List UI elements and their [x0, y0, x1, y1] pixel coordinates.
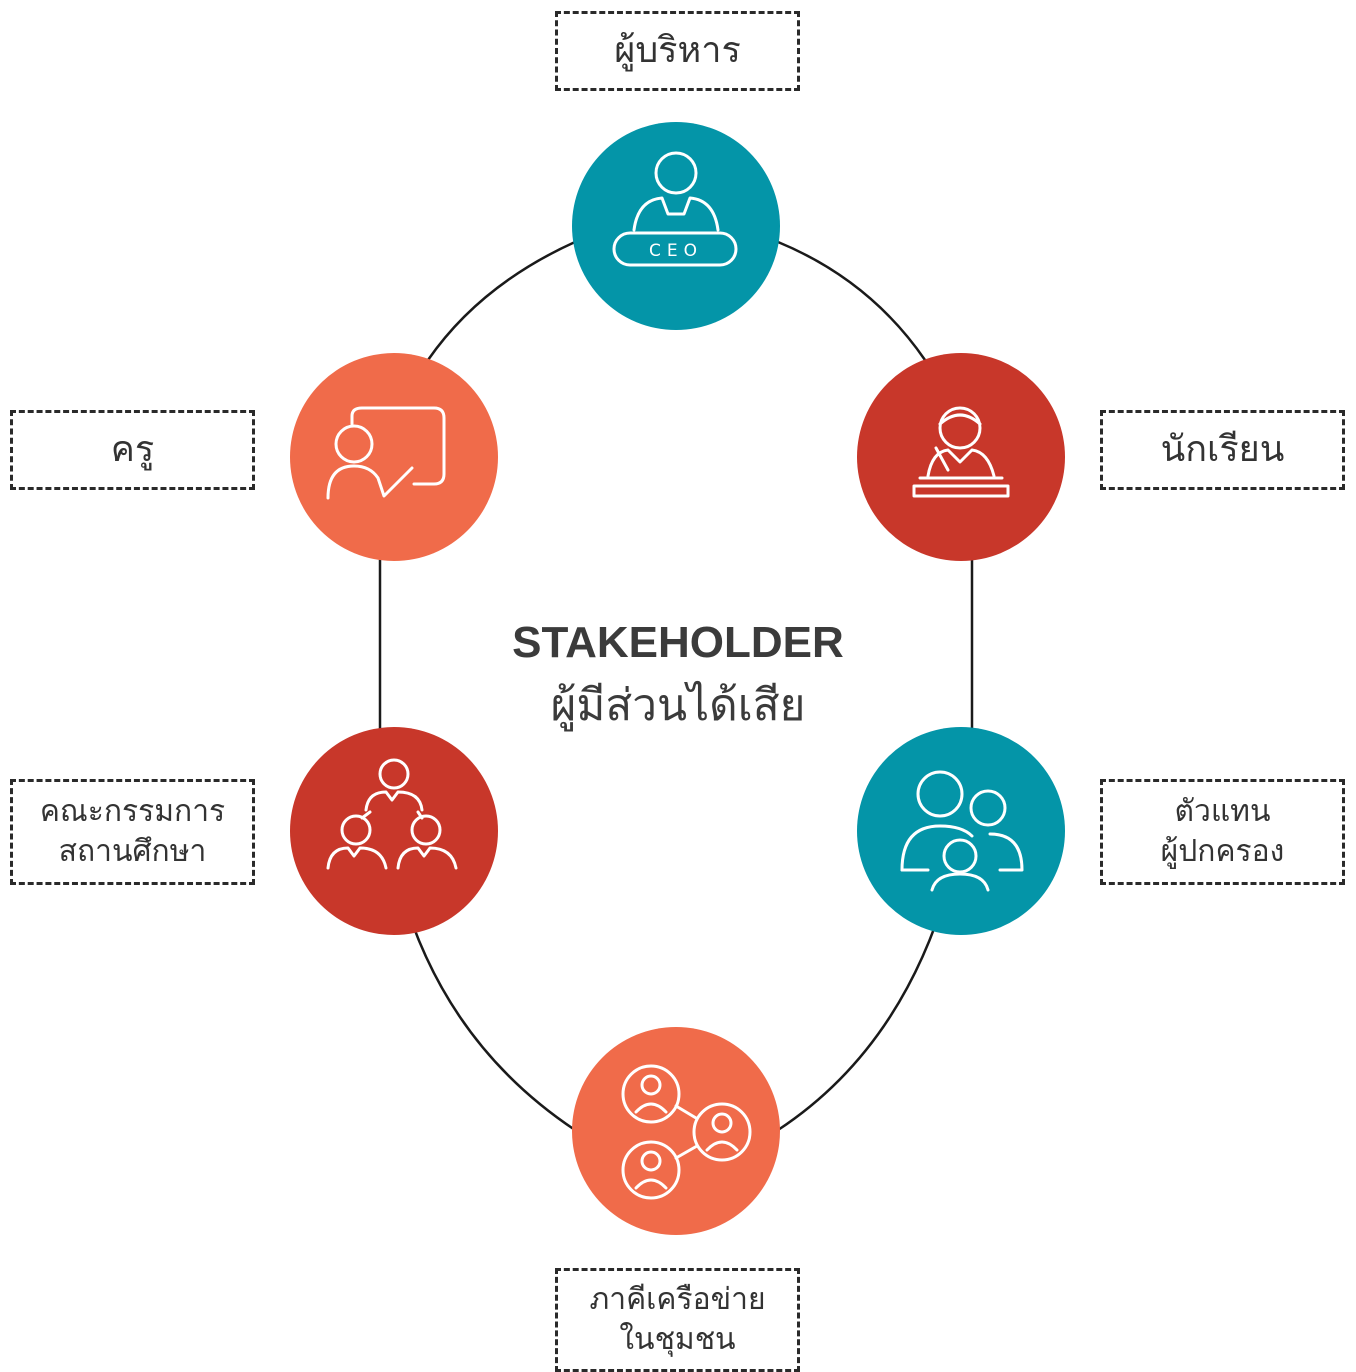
- label-student: นักเรียน: [1100, 410, 1345, 490]
- ceo-icon-text: CEO: [649, 241, 703, 261]
- family-icon: [900, 770, 1024, 892]
- network-icon: [621, 1064, 752, 1200]
- node-teacher-circle[interactable]: [290, 353, 498, 561]
- node-committee-circle[interactable]: [290, 727, 498, 935]
- label-teacher-text: ครู: [110, 429, 155, 471]
- label-executive-text: ผู้บริหาร: [614, 30, 741, 72]
- node-parent-circle[interactable]: [857, 727, 1065, 935]
- label-parent: ตัวแทน ผู้ปกครอง: [1100, 779, 1345, 885]
- label-community: ภาคีเครือข่าย ในชุมชน: [555, 1268, 800, 1372]
- center-title-main: STAKEHOLDER: [512, 618, 844, 667]
- student-writing-icon: [912, 406, 1010, 498]
- team-hierarchy-icon: [326, 758, 458, 870]
- label-student-text: นักเรียน: [1160, 429, 1285, 471]
- label-committee-line-1: คณะกรรมการ: [39, 793, 226, 829]
- label-community-line-2: ในชุมชน: [619, 1322, 736, 1357]
- label-parent-line-1: ตัวแทน: [1174, 793, 1271, 829]
- label-executive: ผู้บริหาร: [555, 11, 800, 91]
- node-student-circle[interactable]: [857, 353, 1065, 561]
- node-community-circle[interactable]: [572, 1027, 780, 1235]
- label-committee-line-2: สถานศึกษา: [58, 834, 207, 869]
- center-title-sub: ผู้มีส่วนได้เสีย: [550, 680, 806, 731]
- ceo-icon: CEO: [612, 151, 738, 267]
- center-title: STAKEHOLDER ผู้มีส่วนได้เสีย: [428, 618, 928, 740]
- node-executive-circle[interactable]: [572, 122, 780, 330]
- connection-ring: [378, 240, 974, 1132]
- label-committee: คณะกรรมการ สถานศึกษา: [10, 779, 255, 885]
- label-community-line-1: ภาคีเครือข่าย: [589, 1281, 766, 1317]
- label-parent-line-2: ผู้ปกครอง: [1160, 834, 1285, 869]
- label-teacher: ครู: [10, 410, 255, 490]
- teacher-board-icon: [326, 406, 446, 500]
